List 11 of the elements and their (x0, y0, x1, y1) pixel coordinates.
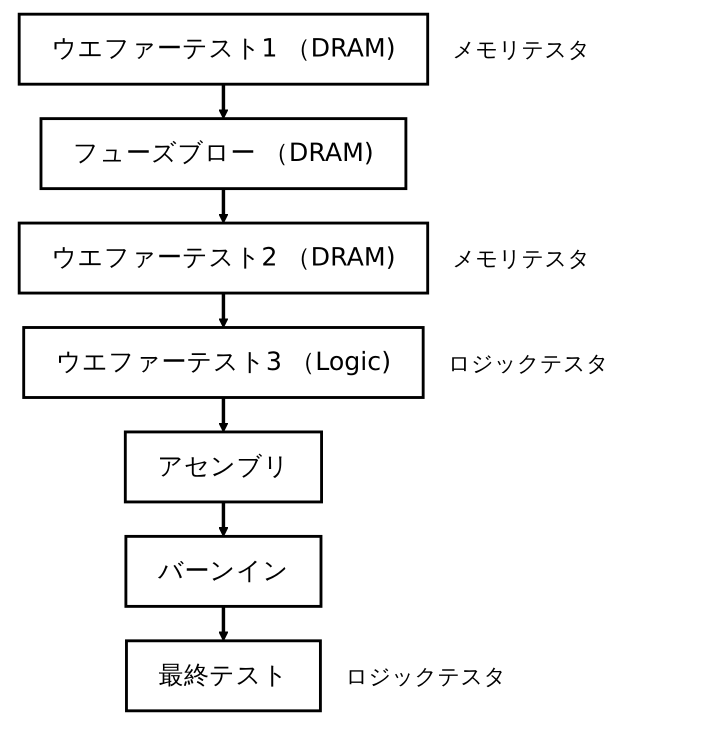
beside-text: メモリテスタ (452, 246, 591, 274)
process-box: 最終テスト (125, 639, 322, 712)
beside-text: ロジックテスタ (448, 350, 610, 378)
process-box: バーンイン (124, 534, 322, 608)
process-box: ウエファーテスト1 （DRAM) (18, 12, 430, 86)
process-box: アセンブリ (124, 430, 323, 504)
beside-text: メモリテスタ (452, 37, 591, 66)
process-box: フューズブロー （DRAM) (40, 117, 408, 190)
beside-text: ロジックテスタ (345, 664, 506, 692)
process-box: ウエファーテスト2 （DRAM) (18, 222, 430, 294)
process-box: ウエファーテスト3 （Logic) (22, 326, 425, 399)
